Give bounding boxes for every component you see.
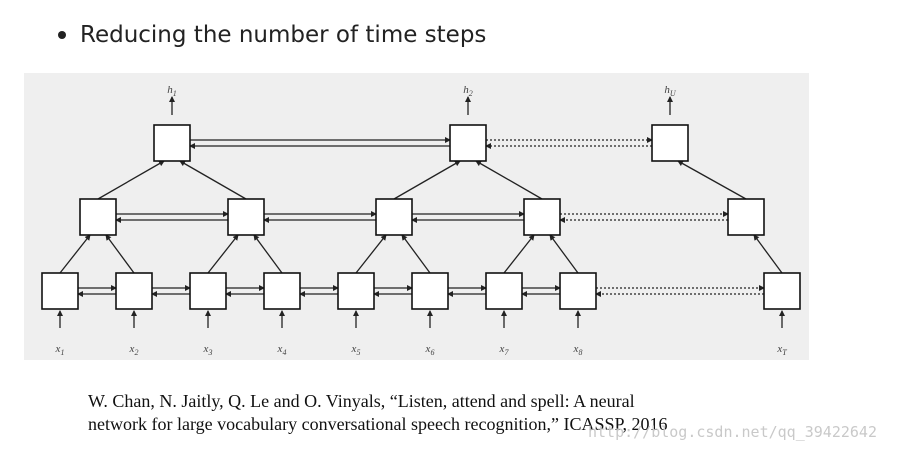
top-cell-1 — [153, 124, 191, 162]
diag-mid-top-5 — [677, 160, 747, 200]
input-label-1: x1 — [55, 343, 65, 357]
output-label-1: h1 — [167, 84, 177, 98]
citation: W. Chan, N. Jaitly, Q. Le and O. Vinyals… — [88, 390, 788, 436]
diag-bottom-mid-2 — [105, 234, 135, 274]
bullet-text: Reducing the number of time steps — [80, 22, 487, 48]
diag-bottom-mid-1 — [59, 234, 91, 274]
input-label-2: x2 — [129, 343, 139, 357]
diag-mid-top-3 — [393, 160, 461, 200]
bottom-cell-1 — [41, 272, 79, 310]
input-label-5: x5 — [351, 343, 361, 357]
top-cell-3 — [651, 124, 689, 162]
output-label-3: hU — [664, 84, 677, 98]
diag-bottom-mid-6 — [401, 234, 431, 274]
watermark: http://blog.csdn.net/qq_39422642 — [588, 423, 877, 441]
diag-mid-top-2 — [179, 160, 247, 200]
bottom-cell-9 — [763, 272, 801, 310]
bottom-cell-7 — [485, 272, 523, 310]
bottom-cell-3 — [189, 272, 227, 310]
diag-mid-top-4 — [475, 160, 543, 200]
middle-cell-4 — [523, 198, 561, 236]
bottom-cell-4 — [263, 272, 301, 310]
bottom-cell-2 — [115, 272, 153, 310]
bottom-cell-8 — [559, 272, 597, 310]
diag-bottom-mid-5 — [355, 234, 387, 274]
diag-bottom-mid-4 — [253, 234, 283, 274]
output-label-2: h2 — [463, 84, 473, 98]
diag-bottom-mid-9 — [753, 234, 783, 274]
middle-cell-2 — [227, 198, 265, 236]
slide-bullet: Reducing the number of time steps — [58, 22, 486, 48]
citation-line-2: network for large vocabulary conversatio… — [88, 414, 668, 434]
diag-bottom-mid-8 — [549, 234, 579, 274]
diagram-panel — [24, 73, 809, 360]
diag-bottom-mid-7 — [503, 234, 535, 274]
input-label-4: x4 — [277, 343, 287, 357]
middle-cell-1 — [79, 198, 117, 236]
diag-mid-top-1 — [97, 160, 165, 200]
input-label-7: x7 — [499, 343, 510, 357]
input-label-3: x3 — [203, 343, 213, 357]
input-label-6: x6 — [425, 343, 435, 357]
top-cell-2 — [449, 124, 487, 162]
bottom-cell-6 — [411, 272, 449, 310]
bullet-dot-icon — [58, 31, 66, 39]
input-label-9: xT — [776, 343, 787, 357]
citation-line-1: W. Chan, N. Jaitly, Q. Le and O. Vinyals… — [88, 391, 635, 411]
input-label-8: x8 — [573, 343, 583, 357]
diag-bottom-mid-3 — [207, 234, 239, 274]
middle-cell-3 — [375, 198, 413, 236]
bottom-cell-5 — [337, 272, 375, 310]
middle-cell-5 — [727, 198, 765, 236]
